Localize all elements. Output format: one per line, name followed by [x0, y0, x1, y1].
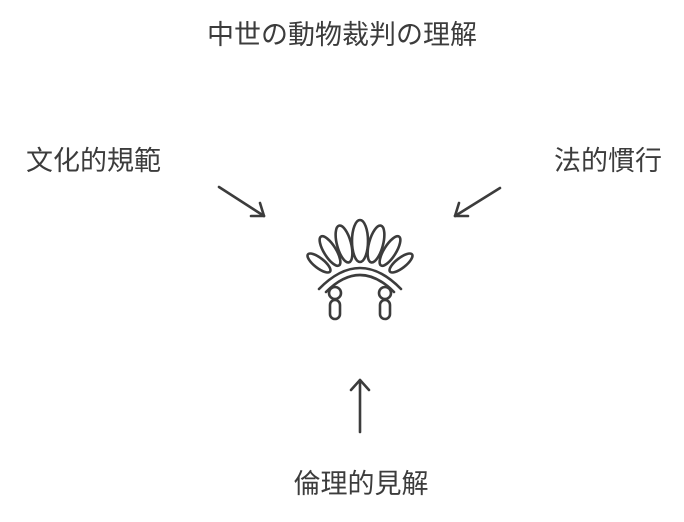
node-label-cultural-norms: 文化的規範: [26, 146, 161, 177]
arrow-bottom: [349, 378, 371, 434]
node-label-legal-practices: 法的慣行: [554, 146, 662, 177]
arrow-right: [453, 186, 502, 218]
node-label-ethical-views: 倫理的見解: [293, 469, 429, 500]
diagram-title: 中世の動物裁判の理解: [207, 20, 477, 51]
arrow-left: [217, 185, 266, 218]
headdress-icon: [306, 218, 414, 321]
